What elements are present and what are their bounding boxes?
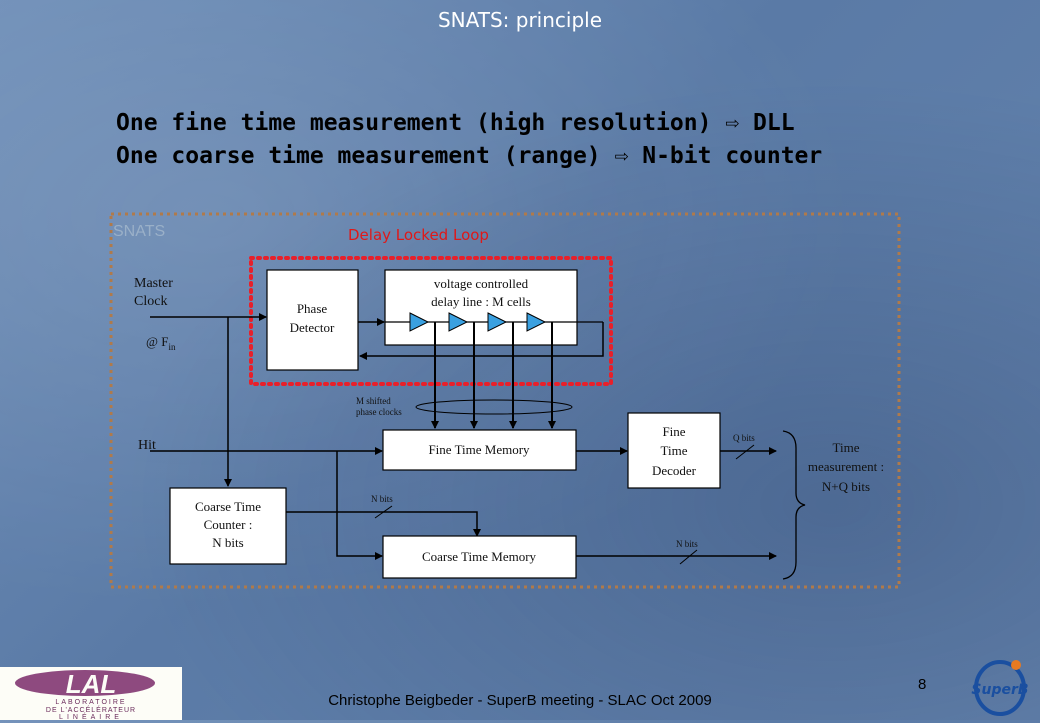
phase-detector-label-2: Detector xyxy=(290,320,335,335)
n-bits-counter-slash xyxy=(374,505,393,519)
freq-label: @ Fin xyxy=(146,334,176,352)
arrow-right-icon: ⇨ xyxy=(614,143,629,169)
vcdl-box xyxy=(384,269,578,346)
feedback-loop-line xyxy=(359,322,604,360)
lal-logo-line1: LABORATOIRE xyxy=(55,699,126,706)
page-number: 8 xyxy=(918,676,927,693)
coarse-counter-label-3: N bits xyxy=(212,535,243,550)
delay-cell-3 xyxy=(487,312,508,332)
snats-container xyxy=(109,212,901,589)
bullet-fine-text: One fine time measurement (high resoluti… xyxy=(116,110,712,136)
shifted-clocks-label-1: M shifted xyxy=(356,396,391,406)
measurement-label-2: measurement : xyxy=(808,459,884,474)
vcdl-label-1: voltage controlled xyxy=(434,276,529,291)
bullet-coarse-time: One coarse time measurement (range) ⇨ N-… xyxy=(116,143,822,169)
master-clock-label-1: Master xyxy=(134,276,173,291)
delay-cell-2 xyxy=(448,312,469,332)
counter-to-memory-line xyxy=(286,511,481,537)
q-bits-slash xyxy=(735,444,755,460)
shifted-clocks-label-2: phase clocks xyxy=(356,407,402,417)
vcdl-label-2: delay line : M cells xyxy=(431,294,531,309)
decoder-label-3: Decoder xyxy=(652,463,697,478)
output-brace xyxy=(782,430,806,580)
coarse-counter-box xyxy=(169,487,287,565)
n-bits-out-label: N bits xyxy=(676,539,698,549)
snats-container-label: SNATS xyxy=(113,223,165,240)
q-bits-label: Q bits xyxy=(733,433,755,443)
decoder-label-2: Time xyxy=(661,443,688,458)
slide-title: SNATS: principle xyxy=(437,8,603,32)
master-clock-label-2: Clock xyxy=(134,294,167,309)
bullet-coarse-target: N-bit counter xyxy=(642,143,823,169)
fine-time-memory-box xyxy=(382,429,577,471)
coarse-counter-label-1: Coarse Time xyxy=(195,499,261,514)
coarse-time-memory-box xyxy=(382,535,577,579)
bullet-coarse-text: One coarse time measurement (range) xyxy=(116,143,601,169)
hit-label: Hit xyxy=(138,438,156,453)
n-bits-out-slash xyxy=(679,549,698,565)
bullet-fine-target: DLL xyxy=(753,110,795,136)
footer-text: Christophe Beigbeder - SuperB meeting - … xyxy=(328,692,712,709)
coarse-time-memory-label: Coarse Time Memory xyxy=(422,549,537,564)
measurement-label-3: N+Q bits xyxy=(822,479,870,494)
lal-logo-letters: LAL xyxy=(66,669,117,699)
bus-ellipse xyxy=(415,399,573,415)
lal-logo-line3: LINÉAIRE xyxy=(59,712,123,720)
dll-box xyxy=(249,256,613,386)
fine-time-decoder-box xyxy=(627,412,721,489)
lal-logo-line2: DE L'ACCÉLÉRATEUR xyxy=(46,705,136,714)
superb-logo-text: SuperB xyxy=(971,682,1028,698)
delay-cell-1 xyxy=(409,312,430,332)
delay-cell-4 xyxy=(526,312,547,332)
fine-time-memory-label: Fine Time Memory xyxy=(428,442,530,457)
decoder-label-1: Fine xyxy=(662,424,685,439)
arrow-right-icon: ⇨ xyxy=(725,110,740,136)
hit-to-coarse-line xyxy=(336,451,383,560)
dll-label: Delay Locked Loop xyxy=(348,226,489,244)
superb-logo: SuperB xyxy=(966,656,1036,723)
measurement-label-1: Time xyxy=(833,440,860,455)
lal-logo: LAL LABORATOIRE DE L'ACCÉLÉRATEUR LINÉAI… xyxy=(0,667,182,720)
coarse-counter-label-2: Counter : xyxy=(204,517,253,532)
bullet-fine-time: One fine time measurement (high resoluti… xyxy=(116,110,795,136)
phase-detector-label-1: Phase xyxy=(297,301,328,316)
n-bits-counter-label: N bits xyxy=(371,494,393,504)
phase-detector-box xyxy=(266,269,359,371)
